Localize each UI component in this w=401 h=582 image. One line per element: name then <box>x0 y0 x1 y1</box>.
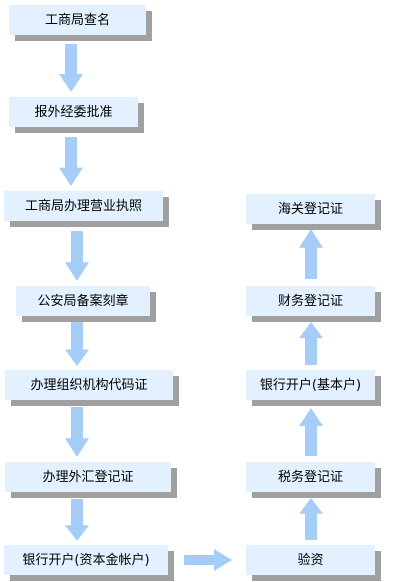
step-business-name-check: 工商局查名 <box>9 5 146 35</box>
arrow-up-icon <box>299 229 323 279</box>
step-label: 报外经委批准 <box>34 104 113 120</box>
arrow-shape <box>299 229 323 279</box>
step-label: 工商局查名 <box>44 12 110 28</box>
step-customs-registration: 海关登记证 <box>246 194 375 224</box>
step-label: 办理外汇登记证 <box>42 469 134 485</box>
step-label: 银行开户(基本户) <box>259 377 362 393</box>
arrow-shape <box>299 408 323 456</box>
arrow-up-icon <box>299 408 323 456</box>
arrow-up-icon <box>299 322 323 365</box>
arrow-shape <box>299 322 323 365</box>
arrow-down-icon <box>65 322 89 366</box>
step-label: 公安局备案刻章 <box>37 293 129 309</box>
arrow-up-icon <box>299 498 323 540</box>
arrow-right-icon <box>184 549 232 571</box>
arrow-down-icon <box>59 137 83 186</box>
arrow-shape <box>59 137 83 186</box>
arrow-shape <box>299 498 323 540</box>
step-capital-account: 银行开户(资本金帐户) <box>4 545 168 575</box>
step-capital-verification: 验资 <box>246 545 375 575</box>
step-finance-registration: 财务登记证 <box>246 286 375 316</box>
arrow-shape <box>65 231 89 281</box>
step-label: 海关登记证 <box>277 201 343 217</box>
arrow-shape <box>65 322 89 366</box>
step-police-seal: 公安局备案刻章 <box>16 286 150 316</box>
arrow-shape <box>59 44 83 92</box>
step-label: 财务登记证 <box>277 293 343 309</box>
arrow-shape <box>65 407 89 457</box>
step-label: 银行开户(资本金帐户) <box>22 552 150 568</box>
step-organization-code: 办理组织机构代码证 <box>5 370 173 400</box>
arrow-shape <box>184 549 232 571</box>
arrow-down-icon <box>65 407 89 457</box>
arrow-shape <box>65 499 89 541</box>
step-business-license: 工商局办理营业执照 <box>4 191 163 221</box>
arrow-down-icon <box>65 499 89 541</box>
step-label: 税务登记证 <box>277 469 343 485</box>
step-tax-registration: 税务登记证 <box>246 462 375 492</box>
step-foreign-trade-approval: 报外经委批准 <box>9 97 138 127</box>
arrow-down-icon <box>59 44 83 92</box>
step-basic-account: 银行开户(基本户) <box>246 370 375 400</box>
step-forex-registration: 办理外汇登记证 <box>5 462 171 492</box>
step-label: 工商局办理营业执照 <box>24 198 142 214</box>
step-label: 验资 <box>297 552 324 568</box>
step-label: 办理组织机构代码证 <box>30 377 148 393</box>
arrow-down-icon <box>65 231 89 281</box>
